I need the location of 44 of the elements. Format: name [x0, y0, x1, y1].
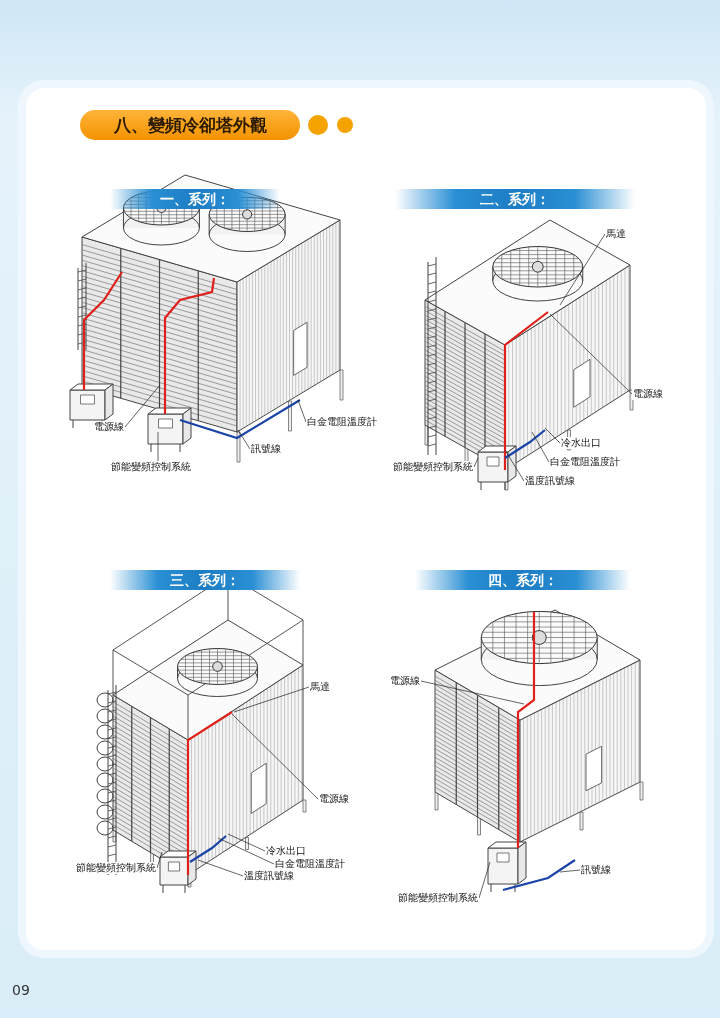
leader-line [217, 837, 275, 865]
leader-line [478, 861, 491, 899]
leader-line [233, 686, 310, 713]
part-label: 電源線 [93, 421, 125, 433]
leader-line [559, 233, 606, 306]
part-label: 白金電阻溫度計 [549, 456, 621, 468]
part-label: 節能變頻控制系統 [392, 461, 474, 473]
leader-line [420, 680, 525, 705]
part-label: 電源線 [318, 793, 350, 805]
leader-line [549, 313, 633, 395]
part-label: 訊號線 [250, 443, 282, 455]
part-label: 節能變頻控制系統 [397, 892, 479, 904]
leader-line [473, 457, 479, 468]
part-label: 節能變頻控制系統 [110, 461, 192, 473]
part-label: 馬達 [309, 681, 331, 693]
leader-line [297, 399, 307, 423]
part-label: 訊號線 [580, 864, 612, 876]
part-label: 電源線 [389, 675, 421, 687]
leader-line [504, 449, 525, 482]
part-label: 溫度訊號線 [524, 475, 576, 487]
leader-line [227, 833, 266, 852]
section-banner: 一、系列： [110, 189, 280, 209]
part-label: 白金電阻溫度計 [306, 416, 378, 428]
leader-line [237, 429, 251, 450]
leader-line [124, 384, 161, 428]
part-label: 馬達 [605, 228, 627, 240]
section-banner: 三、系列： [110, 570, 300, 590]
part-label: 白金電阻溫度計 [274, 858, 346, 870]
leader-line [197, 859, 244, 877]
leader-line [156, 851, 163, 869]
title-banner: 八、變頻冷卻塔外觀 [80, 110, 300, 140]
part-label: 節能變頻控制系統 [75, 862, 157, 874]
leader-line [231, 713, 319, 800]
leader-line [559, 869, 581, 873]
section-banner: 四、系列： [415, 570, 630, 590]
leader-line [157, 431, 159, 462]
part-label: 電源線 [632, 388, 664, 400]
page-number: 09 [12, 982, 30, 998]
leader-line [531, 431, 550, 463]
part-label: 冷水出口 [560, 437, 602, 449]
part-label: 冷水出口 [265, 845, 307, 857]
part-label: 溫度訊號線 [243, 870, 295, 882]
leader-line [544, 427, 561, 444]
section-banner: 二、系列： [395, 189, 635, 209]
